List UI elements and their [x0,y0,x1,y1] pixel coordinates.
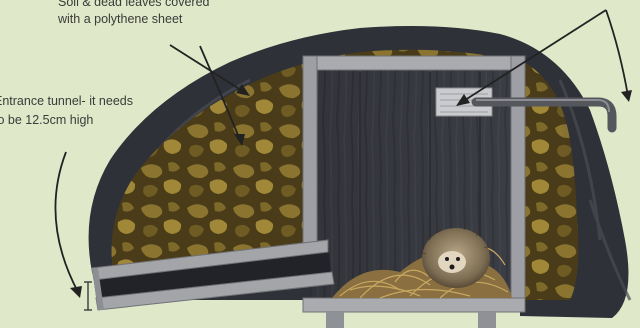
label-soil-line1-top: Soil & dead leaves covered [58,0,209,11]
house-frame-top [303,56,525,70]
label-tunnel-line1-top: Entrance tunnel- it needs [0,93,133,110]
house-leg-left [326,312,344,328]
house-floor [303,298,525,312]
house-frame-right [511,56,525,306]
house-leg-right [478,312,496,328]
label-soil-line2-top: with a polythene sheet [58,11,182,28]
tunnel-height-marker [84,282,92,310]
label-tunnel-line2-top: to be 12.5cm high [0,112,93,129]
house-frame-left [303,56,317,254]
